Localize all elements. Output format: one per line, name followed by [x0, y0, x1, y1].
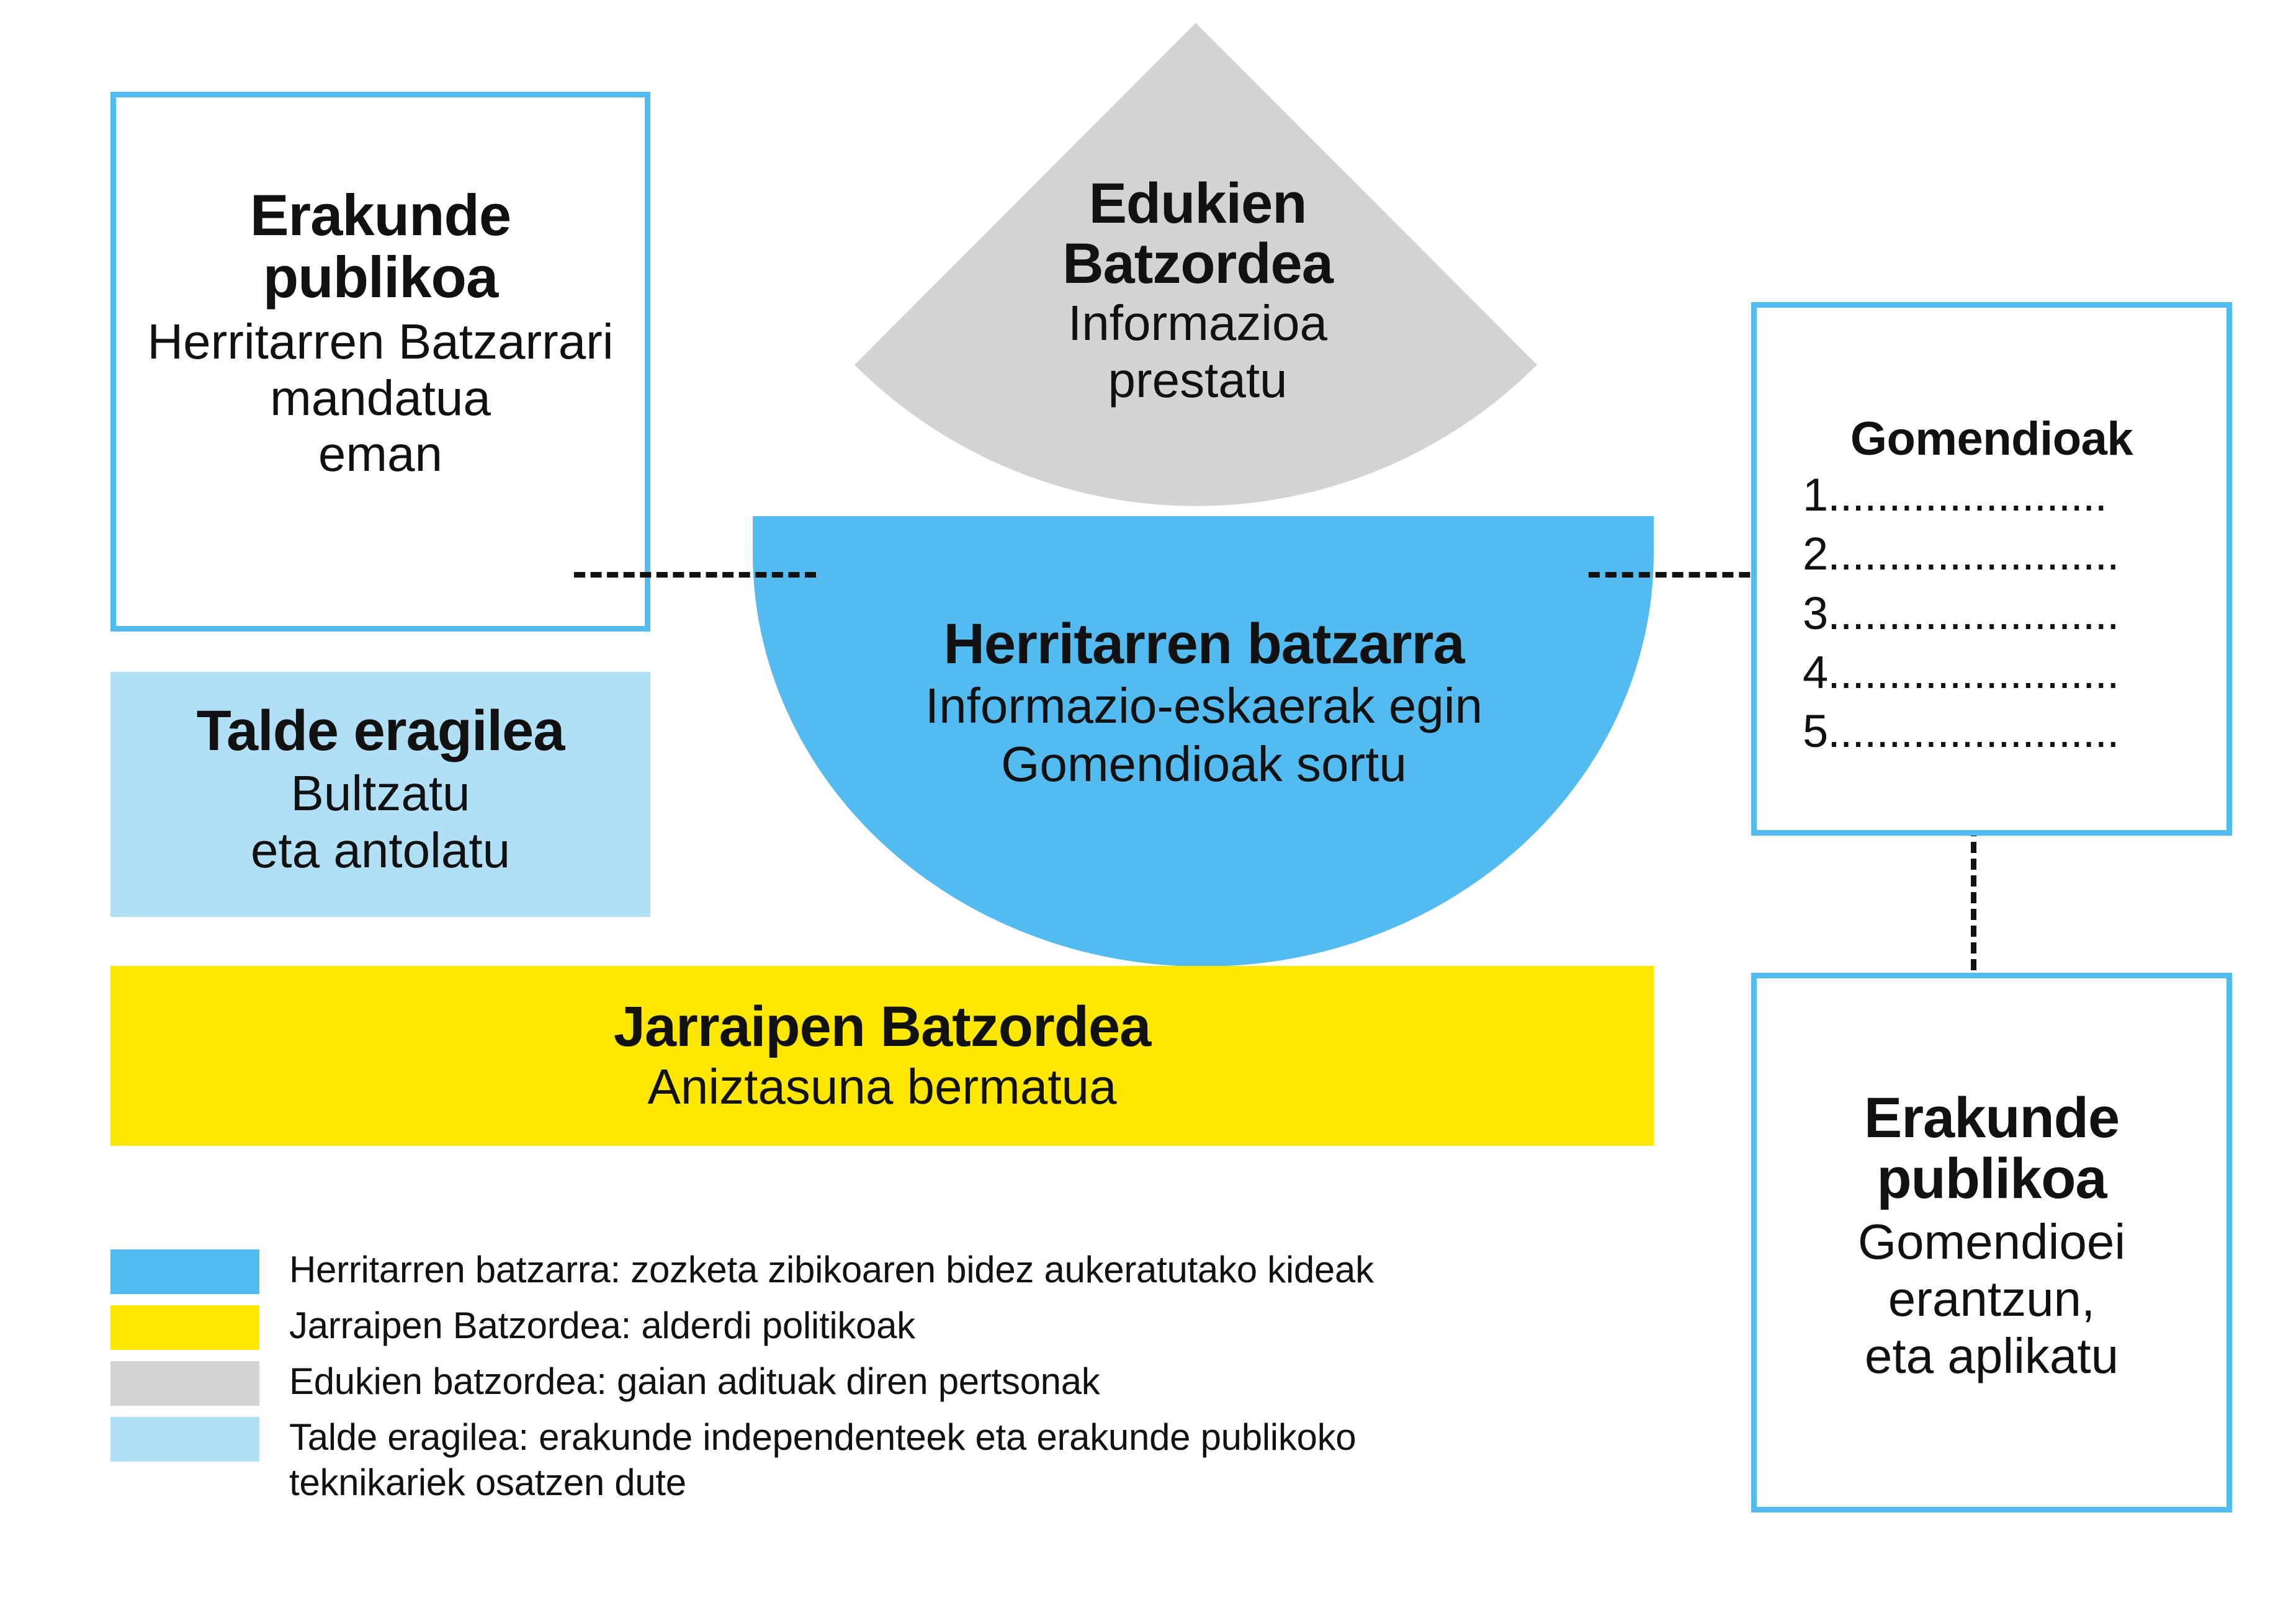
erakunde-publikoa-bottom-title: Erakunde publikoa	[1863, 1086, 2120, 1210]
legend-item: Jarraipen Batzordea: alderdi politikoak	[110, 1303, 1538, 1350]
edukien-batzordea-title: Edukien Batzordea	[1062, 172, 1334, 295]
legend-swatch-light-blue	[110, 1417, 259, 1462]
legend-label: Jarraipen Batzordea: alderdi politikoak	[289, 1305, 915, 1346]
legend-item: Herritarren batzarra: zozketa zibikoaren…	[110, 1247, 1538, 1294]
legend-label: Talde eragilea: erakunde independenteek …	[289, 1416, 1357, 1504]
legend-label: Edukien batzordea: gaian adituak diren p…	[289, 1360, 1100, 1402]
gomendioak-list-item: 5........................	[1803, 705, 2120, 757]
gomendioak-list: 1....................... 2..............…	[1757, 465, 2226, 761]
gomendioak-list-item: 1.......................	[1803, 468, 2107, 520]
erakunde-publikoa-bottom-box: Erakunde publikoa Gomendioei erantzun, e…	[1751, 973, 2232, 1512]
connector-hull-to-gomendioak	[1589, 572, 1834, 578]
talde-eragilea-title: Talde eragilea	[196, 699, 565, 763]
connector-left-to-hull	[574, 572, 816, 578]
erakunde-publikoa-bottom-subtitle: Gomendioei erantzun, eta aplikatu	[1857, 1213, 2126, 1383]
erakunde-publikoa-top-subtitle: Herritarren Batzarrari mandatua eman	[147, 314, 614, 482]
legend-label: Herritarren batzarra: zozketa zibikoaren…	[289, 1249, 1374, 1290]
legend-swatch-blue	[110, 1249, 259, 1294]
talde-eragilea-subtitle: Bultzatu eta antolatu	[250, 765, 511, 878]
legend-item: Edukien batzordea: gaian adituak diren p…	[110, 1359, 1538, 1406]
connector-gomendioak-to-erakunde-bottom	[1971, 758, 1976, 1037]
edukien-batzordea-subtitle: Informazioa prestatu	[1068, 295, 1327, 408]
gomendioak-title: Gomendioak	[1850, 413, 2133, 465]
herritarren-batzarra-title: Herritarren batzarra	[943, 612, 1464, 676]
legend-item: Talde eragilea: erakunde independenteek …	[110, 1414, 1538, 1505]
erakunde-publikoa-top-title: Erakunde publikoa	[249, 182, 511, 310]
gomendioak-list-item: 4........................	[1803, 646, 2120, 698]
jarraipen-batzordea-title: Jarraipen Batzordea	[613, 995, 1152, 1059]
herritarren-batzarra-subtitle: Informazio-eskaerak egin Gomendioak sort…	[925, 677, 1483, 792]
jarraipen-batzordea-box: Jarraipen Batzordea Aniztasuna bermatua	[110, 966, 1654, 1146]
edukien-batzordea-label: Edukien Batzordea Informazioa prestatu	[974, 174, 1421, 409]
herritarren-batzarra-hull-shape	[753, 516, 1654, 967]
talde-eragilea-box: Talde eragilea Bultzatu eta antolatu	[110, 672, 650, 917]
legend-swatch-yellow	[110, 1305, 259, 1350]
jarraipen-batzordea-subtitle: Aniztasuna bermatua	[647, 1058, 1117, 1114]
herritarren-batzarra-label: Herritarren batzarra Informazio-eskaerak…	[791, 614, 1617, 793]
legend-swatch-gray	[110, 1361, 259, 1406]
erakunde-publikoa-top-box: Erakunde publikoa Herritarren Batzarrari…	[110, 92, 650, 632]
gomendioak-box: Gomendioak 1....................... 2...…	[1751, 302, 2232, 836]
legend: Herritarren batzarra: zozketa zibikoaren…	[110, 1247, 1538, 1514]
gomendioak-list-item: 2........................	[1803, 528, 2120, 580]
gomendioak-list-item: 3........................	[1803, 587, 2120, 639]
